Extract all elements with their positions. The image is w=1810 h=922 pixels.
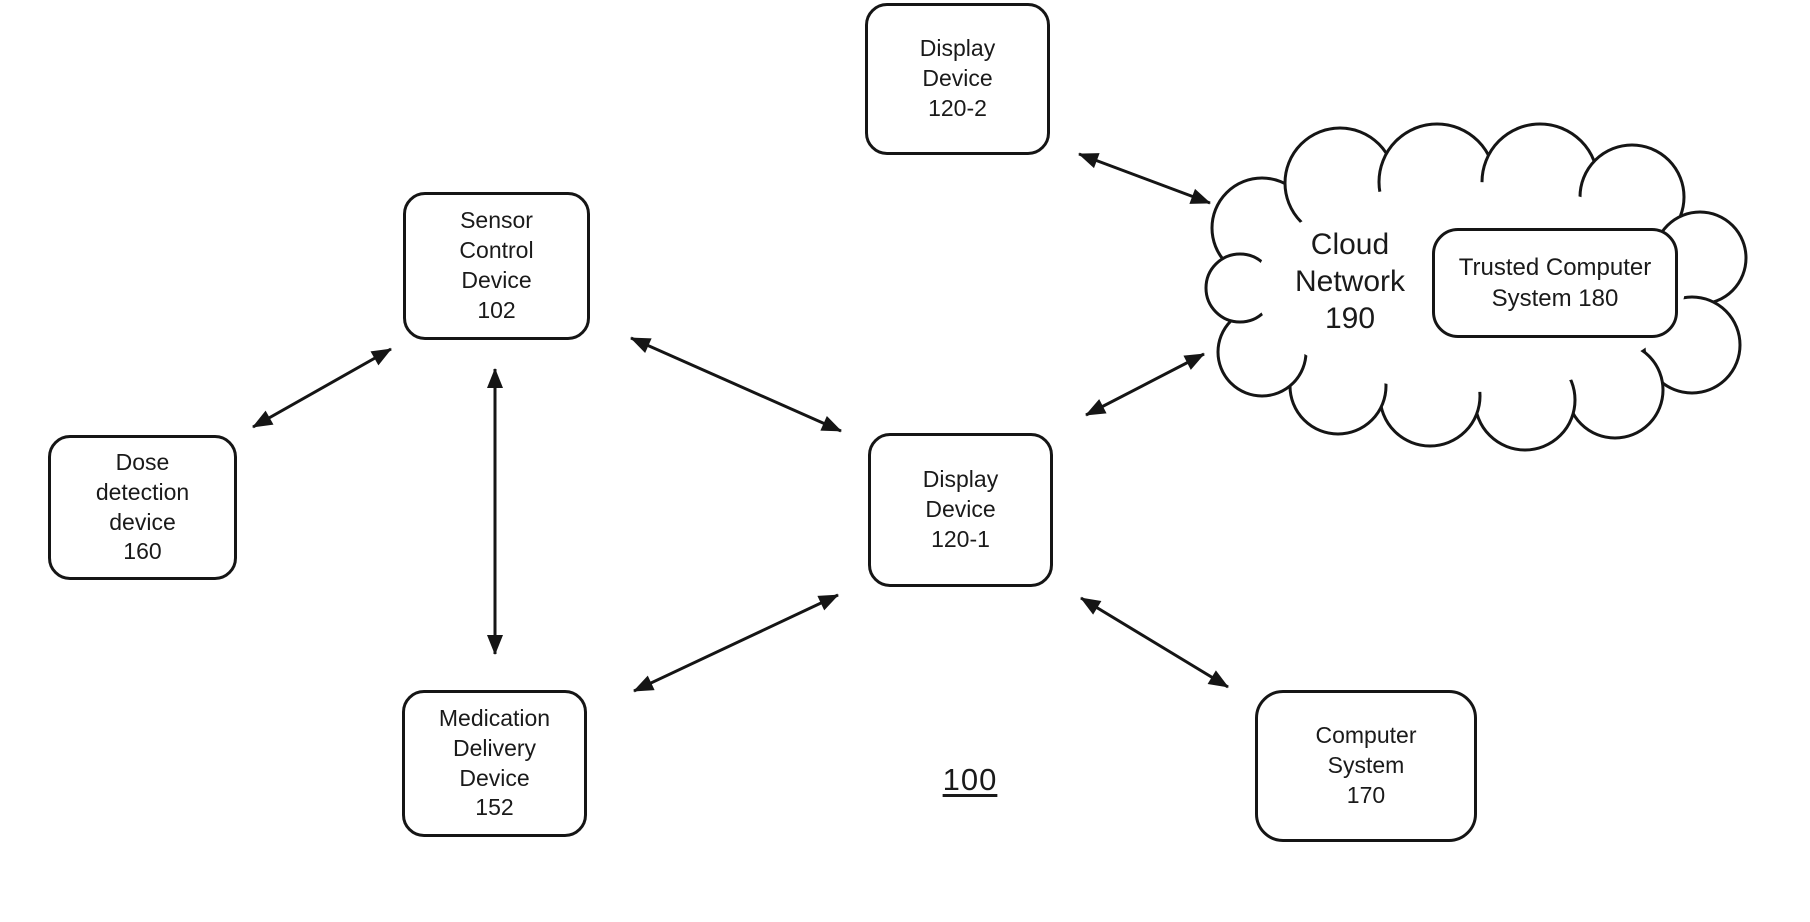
cloud-network-label: Cloud Network 190 <box>1294 228 1406 335</box>
arrow-medication-to-display-120-1 <box>633 593 839 693</box>
node-sensor-control-device-102: Sensor Control Device 102 <box>403 192 590 340</box>
node-display-device-120-1: Display Device 120-1 <box>868 433 1053 587</box>
node-computer-system-170: Computer System 170 <box>1255 690 1477 842</box>
arrow-display-120-1-to-cloud <box>1085 352 1205 417</box>
node-display-device-120-2: Display Device 120-2 <box>865 3 1050 155</box>
node-dose-detection-device-160: Dose detection device 160 <box>48 435 237 580</box>
arrow-display-120-1-to-computer <box>1080 596 1229 689</box>
node-trusted-computer-system-180: Trusted Computer System 180 <box>1432 228 1678 338</box>
figure-reference-label: 100 <box>942 762 998 797</box>
arrow-sensor-to-display-120-1 <box>630 336 842 433</box>
node-medication-delivery-device-152: Medication Delivery Device 152 <box>402 690 587 837</box>
arrow-display-120-2-to-cloud <box>1078 152 1211 205</box>
arrow-dose-to-sensor <box>252 347 392 429</box>
